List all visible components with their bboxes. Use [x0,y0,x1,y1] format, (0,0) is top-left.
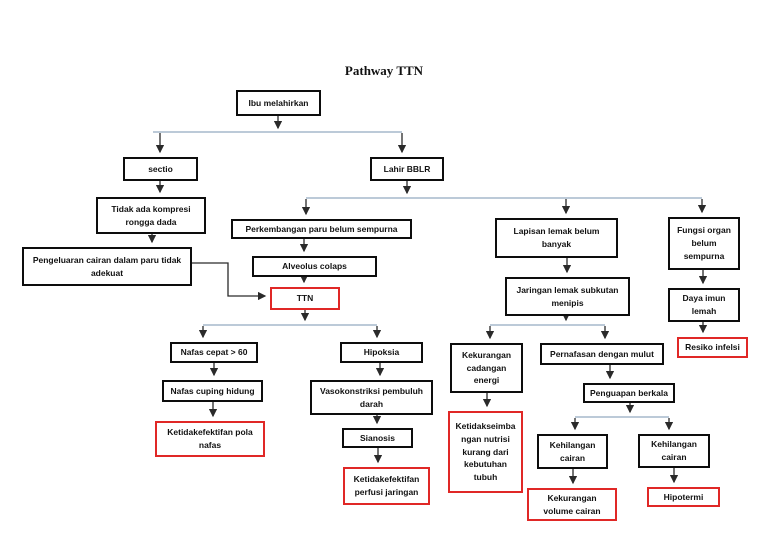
node-nafas-cuping: Nafas cuping hidung [162,380,263,402]
node-kekurangan-energi: Kekurangan cadangan energi [450,343,523,393]
node-hipotermi: Hipotermi [647,487,720,507]
node-pengeluaran-cairan: Pengeluaran cairan dalam paru tidak adek… [22,247,192,286]
node-nafas-cepat: Nafas cepat > 60 [170,342,258,363]
page-title: Pathway TTN [344,63,424,78]
node-ketidakefektifan-perfusi: Ketidakefektifan perfusi jaringan [343,467,430,505]
node-lapisan-lemak: Lapisan lemak belum banyak [495,218,618,258]
node-kehilangan-cairan-1: Kehilangan cairan [537,434,608,469]
node-kehilangan-cairan-2: Kehilangan cairan [638,434,710,468]
node-vasokonstriksi: Vasokonstriksi pembuluh darah [310,380,433,415]
node-fungsi-organ: Fungsi organ belum sempurna [668,217,740,270]
node-kekurangan-volume-cairan: Kekurangan volume cairan [527,488,617,521]
node-pernafasan-mulut: Pernafasan dengan mulut [540,343,664,365]
node-sectio: sectio [123,157,198,181]
node-lahir-bblr: Lahir BBLR [370,157,444,181]
node-resiko-infeksi: Resiko infelsi [677,337,748,358]
node-perkembangan-paru: Perkembangan paru belum sempurna [231,219,412,239]
node-daya-imun: Daya imun lemah [668,288,740,322]
node-hipoksia: Hipoksia [340,342,423,363]
node-tidak-ada-kompresi: Tidak ada kompresi rongga dada [96,197,206,234]
node-sianosis: Sianosis [342,428,413,448]
node-ibu-melahirkan: Ibu melahirkan [236,90,321,116]
node-penguapan-berkala: Penguapan berkala [583,383,675,403]
node-ketidakefektifan-pola-nafas: Ketidakefektifan pola nafas [155,421,265,457]
node-alveolus-colaps: Alveolus colaps [252,256,377,277]
node-ketidakseimbangan-nutrisi: Ketidakseimbangan nutrisi kurang dari ke… [448,411,523,493]
node-ttn: TTN [270,287,340,310]
node-jaringan-lemak: Jaringan lemak subkutan menipis [505,277,630,316]
